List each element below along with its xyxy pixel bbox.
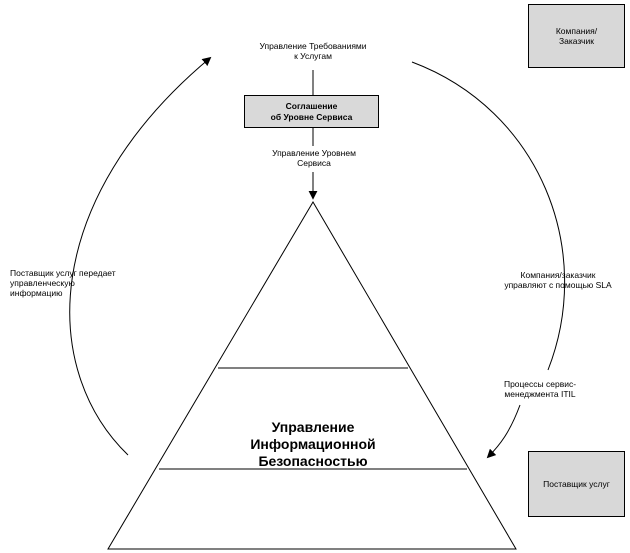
provider-reports-label: Поставщик услуг передает управленческую … [10, 268, 116, 298]
itil-processes-label: Процессы сервис- менеджмента ITIL [503, 379, 577, 399]
pyramid-title: Управление Информационной Безопасностью [250, 419, 376, 469]
provider-box: Поставщик услуг [528, 451, 625, 517]
right-cycle-arc [411, 61, 566, 371]
service-level-management-label: Управление Уровнем Сервиса [272, 148, 356, 168]
requirements-management-label: Управление Требованиями к Услугам [259, 41, 367, 61]
right-cycle-arrow [486, 404, 521, 459]
customer-manages-sla-label: Компания/заказчик управляют с помощью SL… [504, 270, 612, 290]
pyramid [107, 201, 517, 550]
left-cycle-arrow [69, 56, 212, 456]
customer-box: Компания/ Заказчик [528, 4, 625, 68]
sla-box: Соглашение об Уровне Сервиса [244, 95, 379, 128]
